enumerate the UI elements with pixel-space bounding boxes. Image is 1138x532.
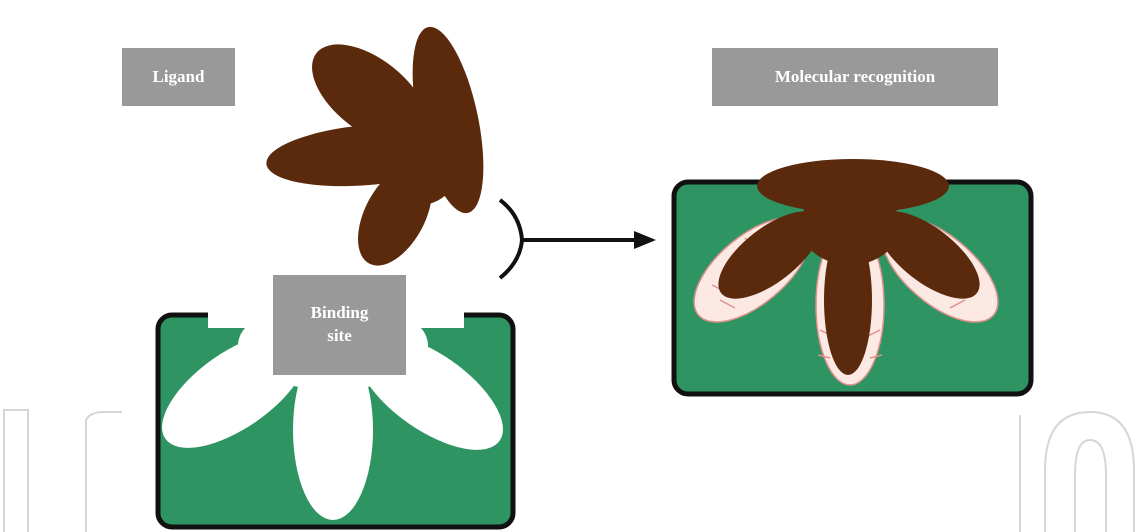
- ligand-molecule: [266, 26, 484, 266]
- ligand-label-text: Ligand: [152, 66, 205, 86]
- receptor-right: [671, 159, 1034, 397]
- ligand-label: Ligand: [122, 48, 235, 106]
- binding-site-label: Binding site: [273, 275, 406, 375]
- receptor-left: [155, 300, 516, 530]
- molecular-recognition-label: Molecular recognition: [712, 48, 998, 106]
- molecular-recognition-label-text: Molecular recognition: [774, 66, 936, 86]
- watermark: [3, 409, 1135, 532]
- binding-site-label-text: Binding site: [310, 303, 369, 345]
- reaction-arrow-icon: [498, 198, 656, 280]
- bound-ligand: [718, 159, 980, 375]
